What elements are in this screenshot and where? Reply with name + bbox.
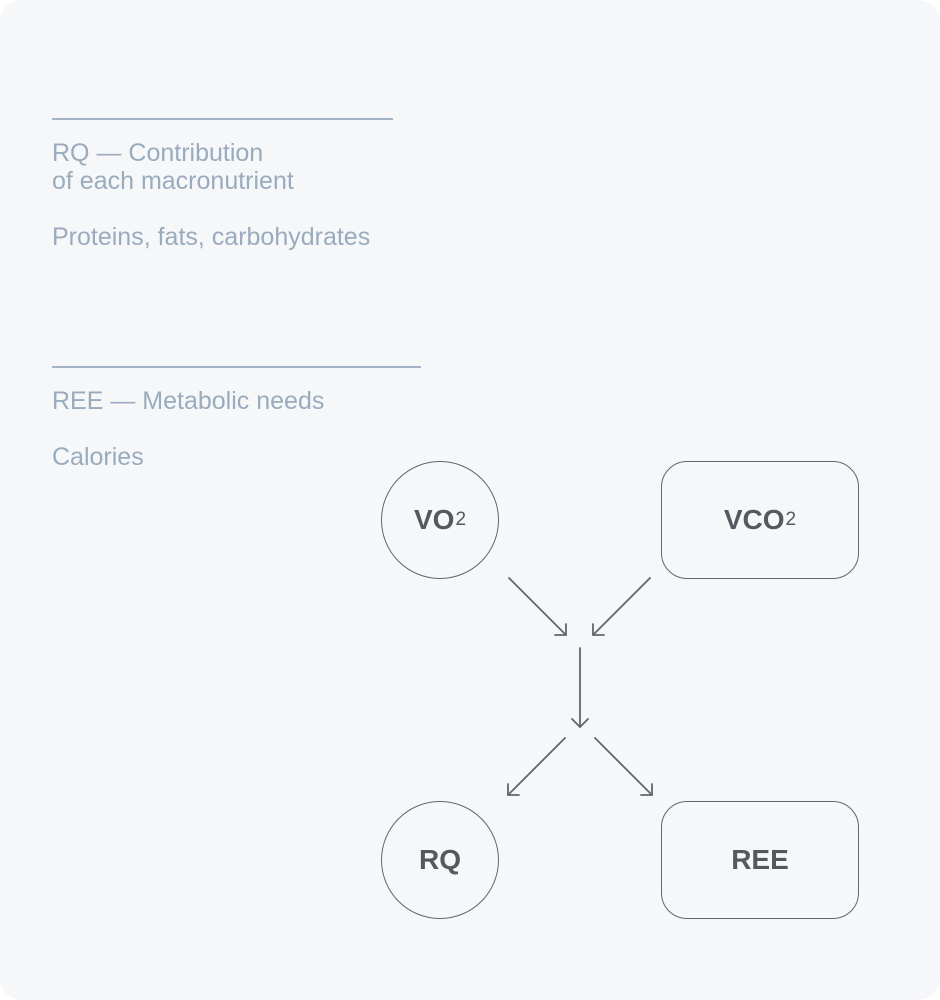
arrow-vo2-to-center [508, 577, 567, 636]
ree-label: REE [731, 844, 789, 875]
vco2-label: VCO [723, 504, 785, 535]
rq-legend-title-line2: of each macronutrient [52, 167, 294, 195]
ree-legend-rule [52, 366, 421, 368]
ree-legend-detail: Calories [52, 443, 144, 471]
arrow-center-to-ree [594, 737, 653, 796]
rq-node: RQ [381, 801, 499, 919]
rq-legend-title-line1: RQ — Contribution [52, 139, 264, 167]
vo2-subscript: 2 [455, 509, 467, 530]
rq-legend-rule [52, 118, 393, 120]
vco2-subscript: 2 [785, 509, 797, 530]
ree-node: REE [661, 801, 859, 919]
arrow-center-to-rq [507, 737, 566, 796]
rq-legend-detail: Proteins, fats, carbohydrates [52, 223, 371, 251]
vo2-label: VO [413, 504, 455, 535]
arrow-vco2-to-center [592, 577, 651, 636]
arrow-center-down [571, 647, 589, 728]
ree-legend-title: REE — Metabolic needs [52, 387, 325, 415]
rq-label: RQ [419, 844, 461, 875]
